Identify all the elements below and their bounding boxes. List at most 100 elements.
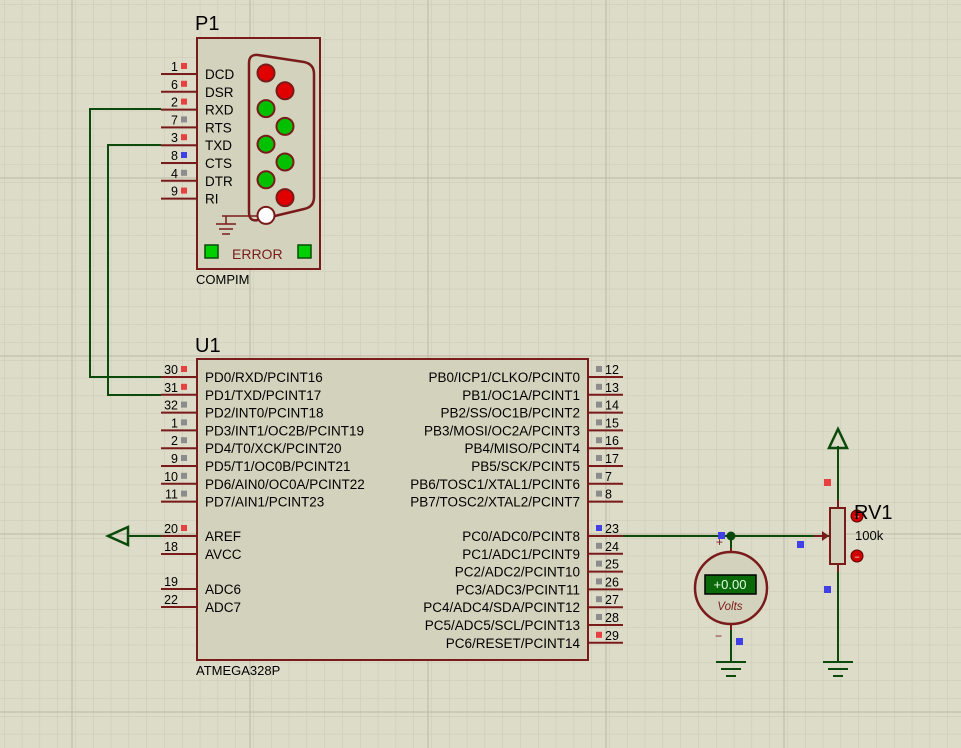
pin-number: 11 bbox=[165, 488, 178, 502]
voltmeter-reading: +0.00 bbox=[714, 577, 747, 592]
pin-marker bbox=[181, 525, 187, 531]
voltmeter-component[interactable]: +0.00 Volts + − bbox=[693, 532, 769, 645]
pin-marker bbox=[181, 455, 187, 461]
wire-txd-pd1[interactable] bbox=[107, 144, 161, 396]
pin-name: PD2/INT0/PCINT18 bbox=[205, 406, 324, 421]
pin-name: PD5/T1/OC0B/PCINT21 bbox=[205, 459, 351, 474]
meter-ground-icon[interactable] bbox=[716, 661, 746, 677]
pin-name: PB0/ICP1/CLKO/PCINT0 bbox=[428, 370, 580, 385]
wire-rxd-pd0[interactable] bbox=[89, 108, 161, 378]
led-indicator-red bbox=[275, 81, 295, 101]
pin-name: PB4/MISO/PCINT4 bbox=[464, 441, 580, 456]
pin-marker bbox=[596, 560, 602, 567]
pin-marker bbox=[181, 401, 187, 408]
pin-marker bbox=[596, 596, 602, 603]
pin-marker bbox=[181, 98, 187, 105]
pin-number: 1 bbox=[171, 60, 178, 74]
pin-number: 19 bbox=[164, 575, 178, 589]
pin-marker bbox=[596, 542, 602, 549]
pin-number: 6 bbox=[171, 78, 178, 92]
pin-marker bbox=[181, 490, 187, 497]
pin-number: 31 bbox=[164, 381, 178, 395]
pin-number: 9 bbox=[171, 452, 178, 466]
pin-name: PD1/TXD/PCINT17 bbox=[205, 388, 321, 403]
pot-ground-icon[interactable] bbox=[823, 661, 853, 677]
pin-marker bbox=[596, 614, 602, 620]
pin-name: PC2/ADC2/PCINT10 bbox=[455, 565, 580, 580]
increase-icon: + bbox=[854, 512, 859, 522]
pot-power-terminal-icon[interactable] bbox=[827, 426, 849, 450]
pin-number: 24 bbox=[605, 540, 619, 554]
error-indicator-right bbox=[297, 244, 312, 259]
voltmeter-plus-sign: + bbox=[716, 535, 723, 549]
pin-number: 16 bbox=[605, 434, 619, 448]
pin-name: PC6/RESET/PCINT14 bbox=[446, 636, 581, 651]
pin-name: PC5/ADC5/SCL/PCINT13 bbox=[425, 618, 580, 633]
led-indicator-off bbox=[256, 205, 276, 225]
pot-ref: RV1 bbox=[854, 502, 893, 524]
pin-name: PB2/SS/OC1B/PCINT2 bbox=[440, 406, 580, 421]
pin-number: 15 bbox=[605, 416, 619, 430]
pin-marker bbox=[596, 437, 602, 444]
pin-marker bbox=[181, 366, 187, 372]
pin-name: PD7/AIN1/PCINT23 bbox=[205, 495, 324, 510]
pot-component[interactable]: + − RV1 100k bbox=[797, 479, 893, 593]
pot-increase-button[interactable] bbox=[850, 509, 864, 523]
pin-number: 8 bbox=[171, 149, 178, 163]
pin-number: 2 bbox=[171, 96, 178, 110]
pin-name: PC4/ADC4/SDA/PCINT12 bbox=[423, 600, 580, 615]
pin-number: 18 bbox=[164, 540, 178, 554]
pin-marker bbox=[181, 419, 187, 426]
pin-name: DSR bbox=[205, 85, 234, 100]
pot-decrease-button[interactable] bbox=[850, 549, 864, 563]
pin-name: PB3/MOSI/OC2A/PCINT3 bbox=[424, 423, 580, 438]
pin-marker bbox=[824, 479, 831, 486]
pin-marker bbox=[596, 401, 602, 408]
aref-power-terminal-icon[interactable] bbox=[104, 525, 130, 547]
led-indicator-green bbox=[256, 99, 276, 119]
pin-name: PD0/RXD/PCINT16 bbox=[205, 370, 323, 385]
pin-name: AREF bbox=[205, 529, 241, 544]
pin-marker bbox=[596, 578, 602, 585]
